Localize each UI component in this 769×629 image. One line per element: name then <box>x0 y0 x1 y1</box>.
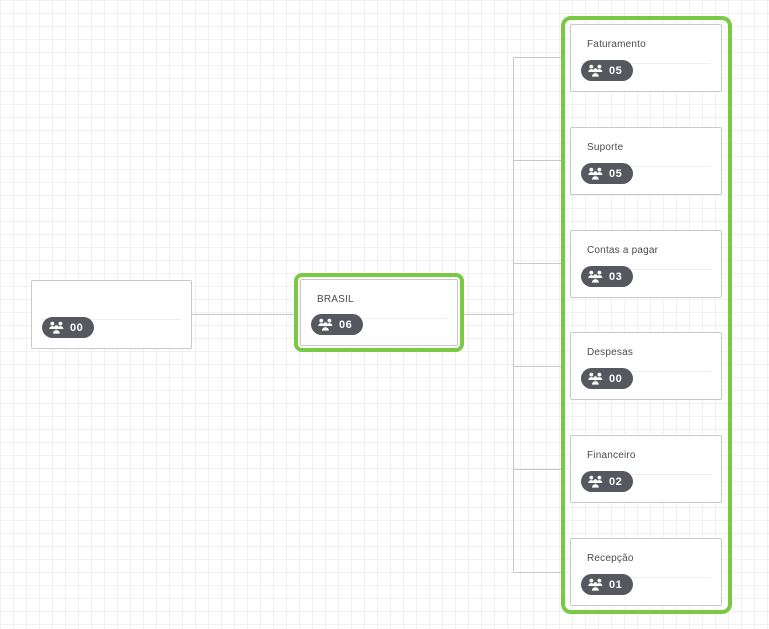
org-node-root-divider <box>42 319 181 320</box>
org-node-department-divider <box>581 577 711 578</box>
connector-branch-6 <box>513 572 561 573</box>
org-node-department-divider <box>581 371 711 372</box>
people-group-icon <box>588 64 603 77</box>
people-group-icon <box>588 475 603 488</box>
org-node-root-member-count: 00 <box>70 321 84 334</box>
org-node-department-title: Financeiro <box>587 450 636 461</box>
org-node-department-title: Despesas <box>587 347 634 358</box>
org-node-department-title: Recepção <box>587 553 634 564</box>
people-group-icon <box>588 372 603 385</box>
org-node-department[interactable]: Suporte 05 <box>570 127 722 195</box>
connector-trunk <box>513 57 514 573</box>
org-node-brasil-selection-outline <box>294 273 464 352</box>
connector-branch-3 <box>513 263 561 264</box>
org-node-department-member-count: 05 <box>609 64 623 77</box>
people-group-icon <box>49 321 64 334</box>
org-node-department-member-badge[interactable]: 02 <box>581 471 634 492</box>
org-node-department-divider <box>581 474 711 475</box>
org-node-brasil-member-badge[interactable]: 06 <box>311 314 364 335</box>
org-node-department-member-count: 02 <box>609 475 623 488</box>
org-node-brasil-divider <box>311 318 447 319</box>
org-node-department[interactable]: Recepção 01 <box>570 538 722 606</box>
org-node-department-divider <box>581 63 711 64</box>
connector-branch-2 <box>513 160 561 161</box>
org-node-root-member-badge[interactable]: 00 <box>42 317 95 338</box>
org-node-department[interactable]: Financeiro 02 <box>570 435 722 503</box>
org-node-root[interactable]: 00 <box>31 280 192 349</box>
org-node-department-member-badge[interactable]: 05 <box>581 60 634 81</box>
org-node-department-member-badge[interactable]: 01 <box>581 574 634 595</box>
org-node-brasil-title: BRASIL <box>317 294 354 305</box>
people-group-icon <box>588 270 603 283</box>
org-node-department[interactable]: Despesas 00 <box>570 332 722 400</box>
org-node-department-member-count: 01 <box>609 578 623 591</box>
department-group-selection-outline <box>561 16 732 614</box>
org-node-department-member-badge[interactable]: 00 <box>581 368 634 389</box>
org-node-department[interactable]: Contas a pagar 03 <box>570 230 722 298</box>
org-node-department-title: Suporte <box>587 142 624 153</box>
people-group-icon <box>588 578 603 591</box>
org-node-department-title: Faturamento <box>587 39 646 50</box>
org-node-department-member-badge[interactable]: 03 <box>581 266 634 287</box>
org-node-department-divider <box>581 269 711 270</box>
org-node-department-divider <box>581 166 711 167</box>
org-node-department-title: Contas a pagar <box>587 245 659 256</box>
connector-root-to-brasil <box>192 314 294 315</box>
org-node-department-member-count: 03 <box>609 270 623 283</box>
connector-branch-4 <box>513 366 561 367</box>
people-group-icon <box>588 167 603 180</box>
people-group-icon <box>318 318 333 331</box>
org-node-department-member-count: 05 <box>609 167 623 180</box>
org-node-brasil-member-count: 06 <box>339 318 353 331</box>
connector-branch-5 <box>513 469 561 470</box>
connector-branch-1 <box>513 57 561 58</box>
org-node-department-member-count: 00 <box>609 372 623 385</box>
connector-brasil-to-trunk <box>462 314 514 315</box>
org-node-department[interactable]: Faturamento 05 <box>570 24 722 92</box>
org-node-department-member-badge[interactable]: 05 <box>581 163 634 184</box>
org-node-brasil[interactable]: BRASIL 06 <box>300 279 458 346</box>
